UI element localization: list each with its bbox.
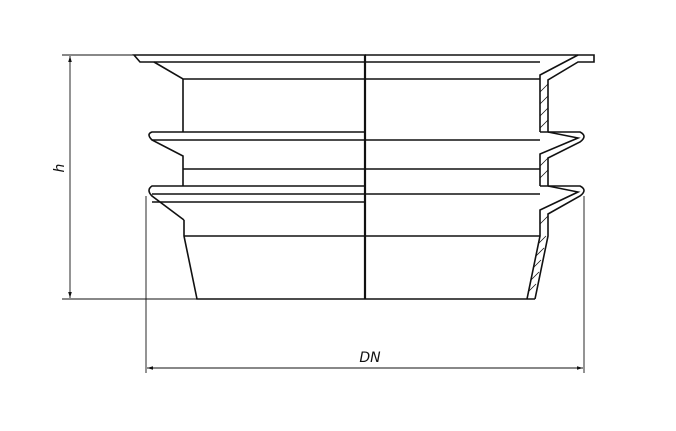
lower-wall-hatching xyxy=(527,215,549,293)
section-top-flange xyxy=(365,54,595,132)
outer-view-half xyxy=(132,54,366,300)
height-dimension: h xyxy=(52,54,197,300)
middle-ring xyxy=(148,131,184,186)
diameter-dimension: DN xyxy=(145,196,585,373)
section-middle-ring-inner xyxy=(539,131,581,186)
diameter-label: DN xyxy=(359,350,381,366)
section-middle-ring xyxy=(540,131,585,186)
section-view-half xyxy=(365,54,595,300)
middle-wall-hatching xyxy=(539,157,549,179)
height-label: h xyxy=(52,164,68,173)
socket-wall xyxy=(183,220,365,300)
upper-wall-hatching xyxy=(539,83,549,129)
top-flange xyxy=(132,54,366,63)
section-lower-ring-inner xyxy=(526,185,581,300)
section-lower-ring xyxy=(534,185,585,300)
lower-ring xyxy=(148,185,185,221)
upper-cone xyxy=(153,61,365,80)
section-top-flange-inner xyxy=(539,54,579,132)
